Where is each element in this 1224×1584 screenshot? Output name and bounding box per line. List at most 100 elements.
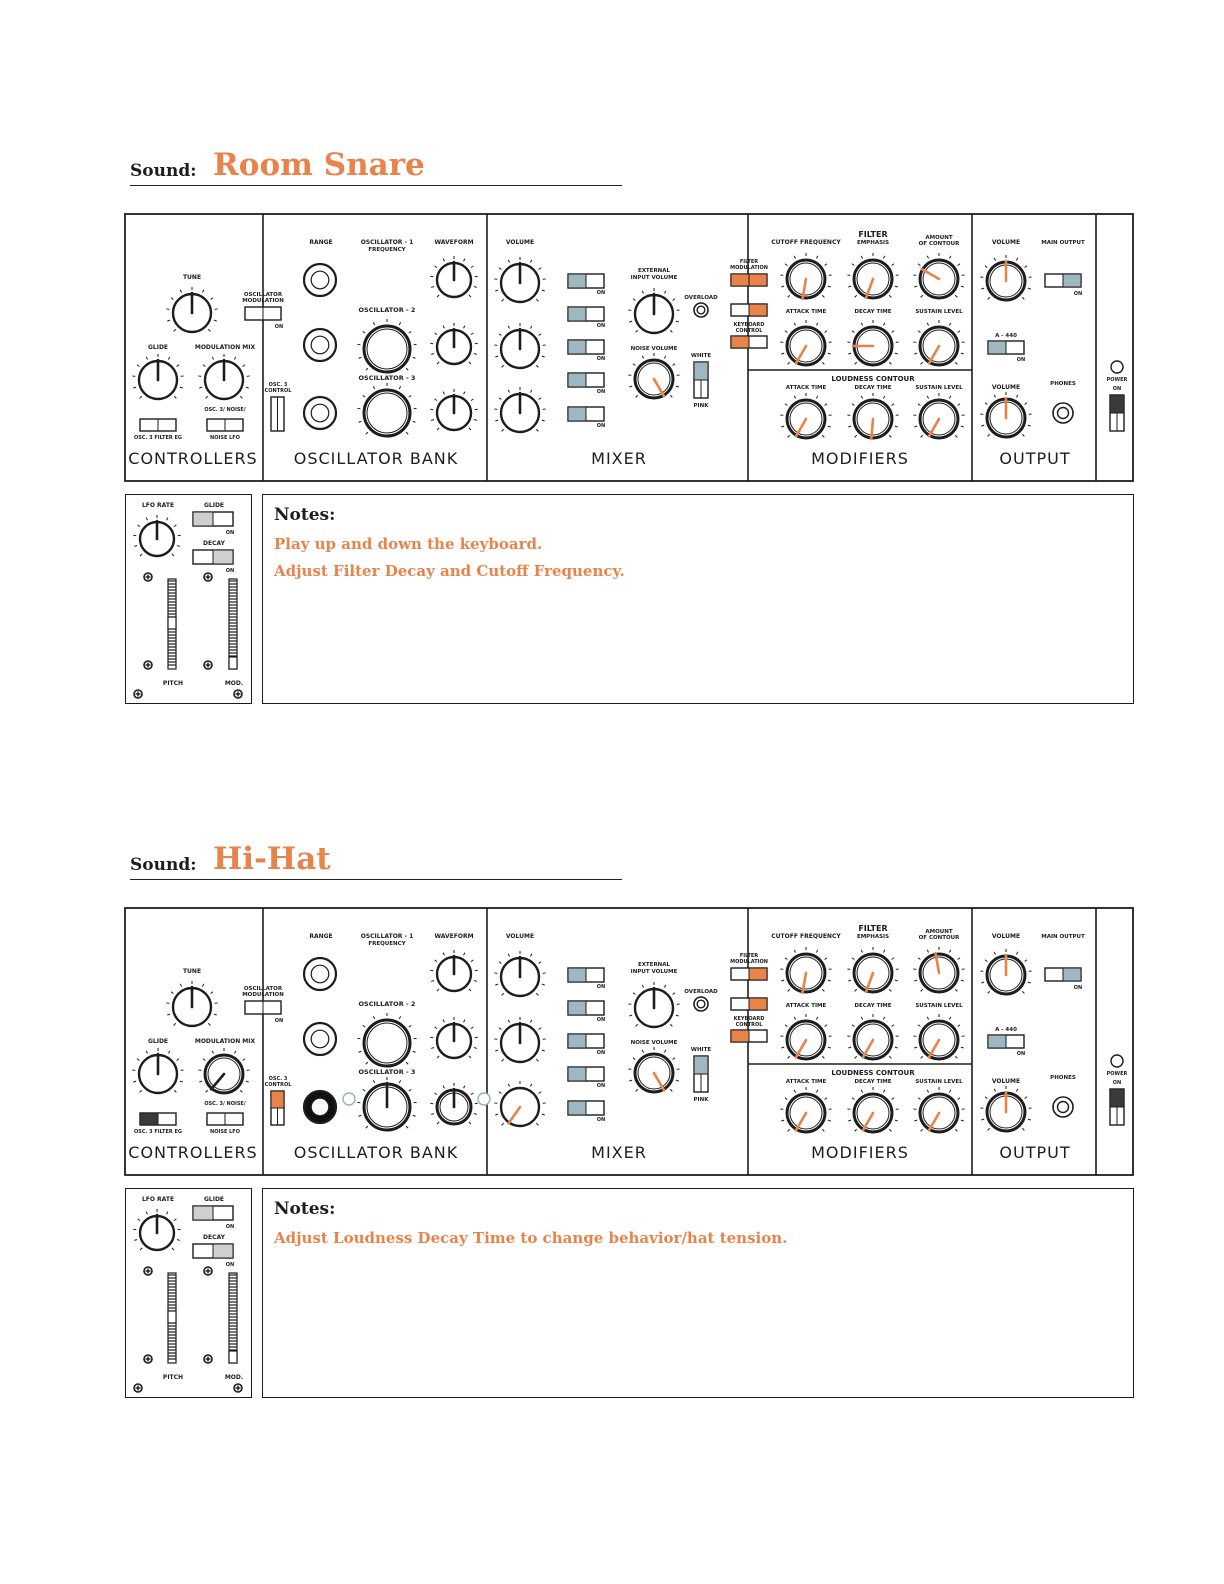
mixer-volume-knob[interactable]	[494, 257, 546, 304]
osc3-waveform-knob[interactable]	[430, 1083, 478, 1126]
osc3-waveform-knob[interactable]	[430, 389, 478, 432]
filter-attack-knob[interactable]	[780, 1014, 832, 1061]
osc1-waveform-knob[interactable]	[430, 950, 478, 993]
osc2-range-knob[interactable]	[302, 1021, 338, 1057]
keyboard-control-1-switch[interactable]	[730, 303, 768, 317]
mixer-channel-switch[interactable]	[567, 1066, 605, 1082]
keyboard-control-2-switch[interactable]	[730, 335, 768, 349]
loudness-attack-knob[interactable]	[780, 1087, 832, 1134]
loudness-sustain-knob[interactable]	[913, 1087, 965, 1134]
phones-volume-knob[interactable]	[980, 1086, 1032, 1133]
phones-volume-knob[interactable]	[980, 392, 1032, 439]
knob-tick	[405, 431, 409, 435]
osc2-range-knob[interactable]	[302, 327, 338, 363]
osc3-frequency-knob[interactable]	[357, 383, 417, 438]
osc3-frequency-knob[interactable]	[357, 1077, 417, 1132]
lfo-rate-knob[interactable]	[133, 515, 181, 558]
osc3-range-knob[interactable]	[302, 1089, 338, 1125]
knob-tick	[201, 983, 205, 987]
a440-switch[interactable]	[987, 340, 1025, 355]
external-input-knob[interactable]	[628, 982, 680, 1029]
osc3-range-knob[interactable]	[302, 395, 338, 431]
mod-wheel[interactable]	[228, 578, 238, 670]
mixer-channel-switch[interactable]	[567, 1100, 605, 1116]
mixer-channel-switch[interactable]	[567, 306, 605, 322]
switch-lever	[567, 372, 587, 388]
noise-volume-knob[interactable]	[628, 1047, 680, 1094]
loudness-attack-knob[interactable]	[780, 393, 832, 440]
osc-modulation-switch[interactable]	[244, 1000, 282, 1015]
mixer-volume-knob[interactable]	[494, 323, 546, 370]
osc1-range-knob[interactable]	[302, 956, 338, 992]
keyboard-control-1-switch[interactable]	[730, 997, 768, 1011]
panel-label: OSC. 3 FILTER EG	[134, 435, 182, 441]
mixer-volume-knob[interactable]	[494, 1017, 546, 1064]
loudness-decay-knob[interactable]	[847, 393, 899, 441]
emphasis-knob[interactable]	[847, 253, 899, 300]
amount-of-contour-knob[interactable]	[913, 947, 965, 994]
lfo-rate-knob[interactable]	[133, 1209, 181, 1252]
glide-knob[interactable]	[132, 1048, 184, 1095]
emphasis-knob[interactable]	[847, 947, 899, 994]
mixer-channel-switch[interactable]	[567, 1033, 605, 1049]
osc1-waveform-knob[interactable]	[430, 256, 478, 299]
mixer-volume-knob[interactable]	[494, 951, 546, 998]
osc3-filter-eg-switch[interactable]	[139, 1112, 177, 1126]
mod-wheel[interactable]	[228, 1272, 238, 1364]
knob-tick	[167, 319, 171, 322]
filter-sustain-knob[interactable]	[913, 320, 965, 367]
cutoff-frequency-knob[interactable]	[780, 253, 832, 300]
main-volume-knob[interactable]	[980, 949, 1032, 996]
decay-switch[interactable]	[192, 549, 234, 565]
a440-switch[interactable]	[987, 1034, 1025, 1049]
cutoff-frequency-knob[interactable]	[780, 947, 832, 994]
noise-lfo-switch[interactable]	[206, 1112, 244, 1126]
osc2-frequency-knob[interactable]	[357, 319, 417, 374]
panel-label: AMOUNT	[925, 235, 952, 241]
main-output-switch[interactable]	[1044, 967, 1082, 982]
filter-modulation-switch[interactable]	[730, 967, 768, 981]
main-volume-knob[interactable]	[980, 255, 1032, 302]
osc1-range-knob[interactable]	[302, 262, 338, 298]
mixer-volume-knob[interactable]	[494, 387, 546, 434]
noise-lfo-switch[interactable]	[206, 418, 244, 432]
tune-knob[interactable]	[166, 287, 218, 334]
modulation-mix-knob[interactable]	[198, 354, 250, 401]
tune-knob[interactable]	[166, 981, 218, 1028]
glide-switch[interactable]	[192, 511, 234, 527]
loudness-decay-knob[interactable]	[847, 1087, 899, 1134]
filter-sustain-knob[interactable]	[913, 1014, 965, 1061]
osc3-control-switch[interactable]	[270, 396, 285, 432]
filter-decay-knob[interactable]	[847, 320, 899, 367]
loudness-sustain-knob[interactable]	[913, 393, 965, 440]
noise-volume-knob[interactable]	[628, 353, 680, 400]
osc2-waveform-knob[interactable]	[430, 323, 478, 366]
switch-lever	[1062, 273, 1082, 288]
main-output-switch[interactable]	[1044, 273, 1082, 288]
osc3-filter-eg-switch[interactable]	[139, 418, 177, 432]
glide-knob[interactable]	[132, 354, 184, 401]
filter-attack-knob[interactable]	[780, 320, 832, 367]
osc2-waveform-knob[interactable]	[430, 1017, 478, 1060]
external-input-knob[interactable]	[628, 288, 680, 335]
panel-label: ON	[226, 530, 234, 536]
mixer-channel-switch[interactable]	[567, 967, 605, 983]
amount-of-contour-knob[interactable]	[913, 253, 965, 300]
mixer-channel-switch[interactable]	[567, 372, 605, 388]
decay-switch[interactable]	[192, 1243, 234, 1259]
modulation-mix-knob[interactable]	[198, 1048, 250, 1095]
keyboard-control-2-switch[interactable]	[730, 1029, 768, 1043]
mixer-channel-switch[interactable]	[567, 273, 605, 289]
mixer-channel-switch[interactable]	[567, 406, 605, 422]
mixer-channel-switch[interactable]	[567, 1000, 605, 1016]
mixer-volume-knob[interactable]	[494, 1081, 546, 1128]
filter-decay-knob[interactable]	[847, 1014, 899, 1061]
knob-tick	[1021, 1127, 1025, 1131]
mixer-channel-switch[interactable]	[567, 339, 605, 355]
glide-switch[interactable]	[192, 1205, 234, 1221]
osc-modulation-switch[interactable]	[244, 306, 282, 321]
knob-tick	[529, 389, 533, 393]
knob-inner	[310, 403, 330, 423]
osc2-frequency-knob[interactable]	[357, 1013, 417, 1068]
knob-tick	[781, 1119, 785, 1122]
